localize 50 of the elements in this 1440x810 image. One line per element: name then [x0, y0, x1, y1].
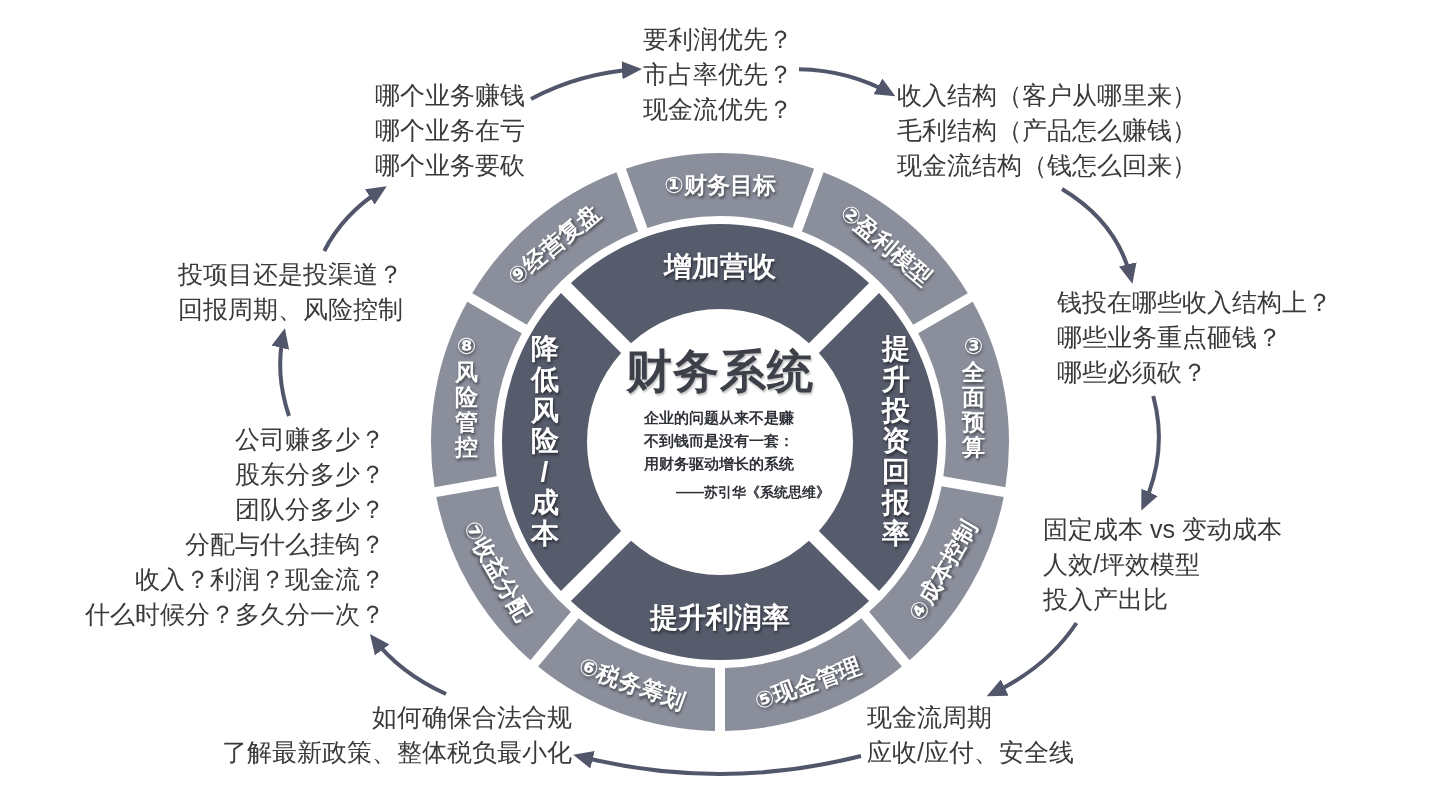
annotation-text: 人效/坪效模型	[1043, 549, 1200, 580]
segment-label: ①财务目标	[664, 173, 776, 196]
annotation-text: 现金流优先？	[643, 94, 793, 125]
annotation-text: 钱投在哪些收入结构上？	[1057, 287, 1332, 318]
annotation-text: 团队分多少？	[235, 494, 385, 525]
annotation-text: 投入产出比	[1043, 584, 1168, 615]
annotation-text: 如何确保合法合规	[372, 702, 572, 733]
arrow	[369, 634, 447, 696]
annotation-text: 了解最新政策、整体税负最小化	[222, 737, 572, 768]
arrow	[271, 328, 291, 417]
annotation-text: 分配与什么挂钩？	[185, 529, 385, 560]
annotation-text: 什么时候分？多久分一次？	[85, 599, 385, 630]
annotation-text: 现金流周期	[867, 702, 992, 733]
annotation-text: 现金流结构（钱怎么回来）	[897, 150, 1197, 181]
annotation-text: 股东分多少？	[235, 459, 385, 490]
segment-label: 增加营收	[664, 252, 776, 281]
annotation-text: 收入？利润？现金流？	[135, 564, 385, 595]
annotation-text: 市占率优先？	[643, 59, 793, 90]
segment-label: ⑥税务筹划	[575, 654, 689, 714]
annotation-text: 哪个业务要砍	[375, 150, 525, 181]
quote-text: 企业的问题从来不是赚不到钱而是没有一套：用财务驱动增长的系统	[644, 408, 795, 474]
annotation-text: 应收/应付、安全线	[867, 737, 1074, 768]
annotation-text: 回报周期、风险控制	[178, 294, 403, 325]
segment-label: ②盈利模型	[835, 200, 936, 290]
annotation-text: 毛利结构（产品怎么赚钱）	[897, 115, 1197, 146]
annotation-text: 投项目还是投渠道？	[178, 259, 403, 290]
annotation-text: 公司赚多少？	[235, 424, 385, 455]
arrow	[322, 186, 387, 252]
annotation-text: 要利润优先？	[643, 24, 793, 55]
segment-label: 提升利润率	[650, 603, 790, 632]
segment-label: ③全面预算	[962, 334, 986, 461]
segment-label: 提升投资回报率	[881, 334, 910, 550]
segment-label: 降低风险/成本	[530, 334, 559, 550]
segment-label: ⑨经营复盘	[504, 200, 605, 290]
annotation-text: 哪个业务在亏	[375, 115, 525, 146]
center-title: 财务系统	[626, 344, 814, 399]
arrow	[986, 621, 1079, 697]
arrow	[573, 750, 862, 776]
arrow	[1141, 395, 1161, 511]
segment-label: ⑧风险管控	[454, 334, 478, 461]
annotation-text: 哪些业务重点砸钱？	[1057, 322, 1282, 353]
annotation-text: 哪些必须砍？	[1057, 357, 1207, 388]
arrow	[798, 67, 896, 97]
annotation-text: 哪个业务赚钱	[375, 80, 525, 111]
annotation-text: 收入结构（客户从哪里来）	[897, 80, 1197, 111]
arrow	[530, 61, 642, 101]
quote-attribution: ——苏引华《系统思维》	[676, 483, 830, 502]
annotation-text: 固定成本 vs 变动成本	[1043, 514, 1282, 545]
segment-label: ⑤现金管理	[751, 654, 865, 714]
arrow	[1060, 187, 1136, 284]
